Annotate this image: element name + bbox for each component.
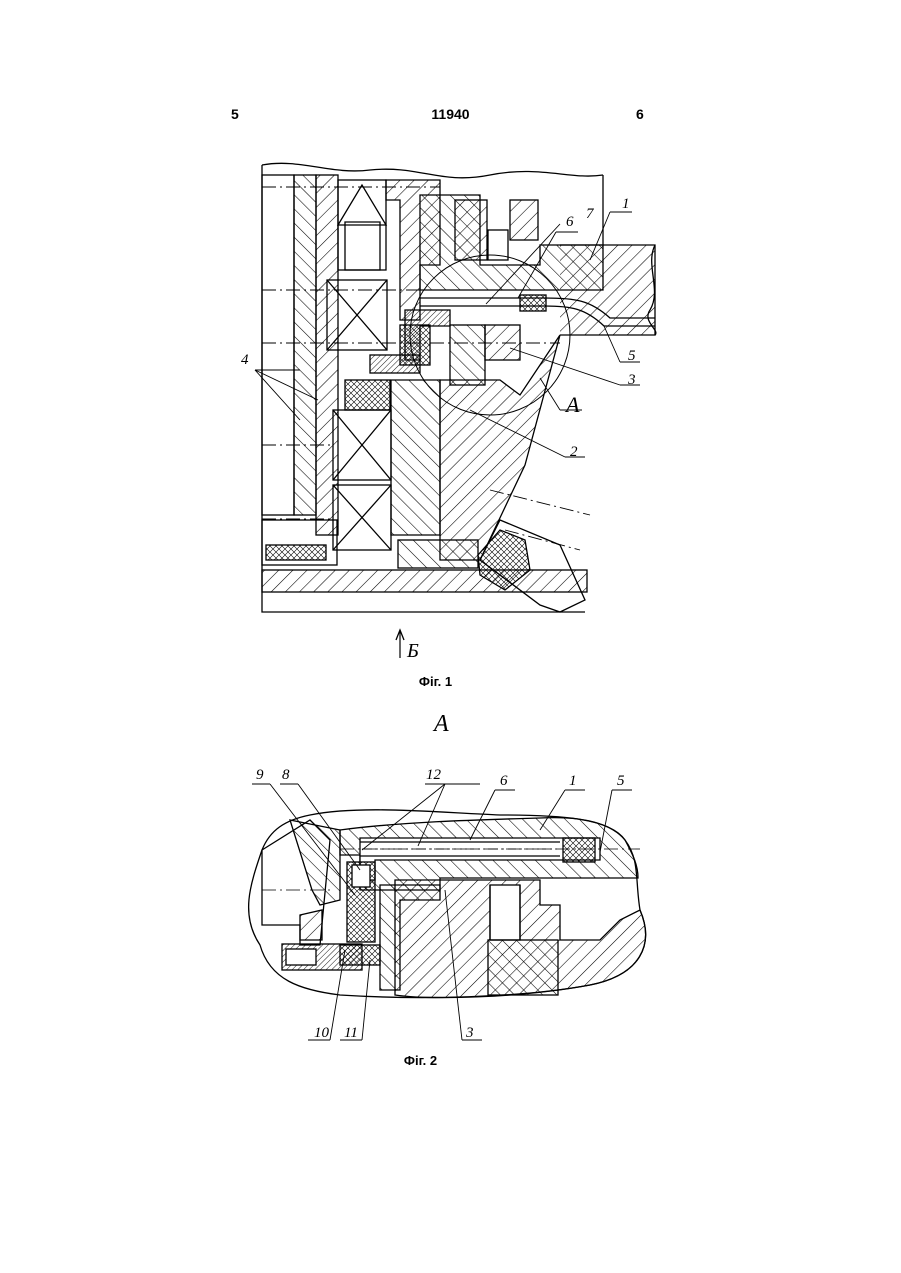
view-marker-b: Б xyxy=(407,640,419,663)
fig1-label-1: 1 xyxy=(622,196,630,212)
fig2-label-5: 5 xyxy=(617,773,625,789)
fig1-label-5: 5 xyxy=(628,348,636,364)
fig2-label-6: 6 xyxy=(500,773,508,789)
figure-1-caption: Фіг. 1 xyxy=(0,674,886,689)
fig1-label-7: 7 xyxy=(586,206,595,222)
figure-2-title: A xyxy=(434,711,449,738)
fig1-callout-a: A xyxy=(564,392,580,417)
figure-1-drawing xyxy=(262,163,656,658)
fig1-label-3: 3 xyxy=(627,372,636,388)
fig1-label-4: 4 xyxy=(241,352,249,368)
fig2-label-1: 1 xyxy=(569,773,577,789)
fig1-label-2: 2 xyxy=(570,444,578,460)
fig1-label-6: 6 xyxy=(566,214,574,230)
fig2-label-3: 3 xyxy=(465,1025,474,1041)
figure-2-caption: Фіг. 2 xyxy=(0,1053,871,1068)
fig2-label-9: 9 xyxy=(256,767,264,783)
figure-2-drawing xyxy=(249,810,646,998)
fig2-label-10: 10 xyxy=(314,1025,330,1041)
fig2-label-8: 8 xyxy=(282,767,290,783)
fig2-label-11: 11 xyxy=(344,1025,358,1041)
fig2-label-12: 12 xyxy=(426,767,442,783)
